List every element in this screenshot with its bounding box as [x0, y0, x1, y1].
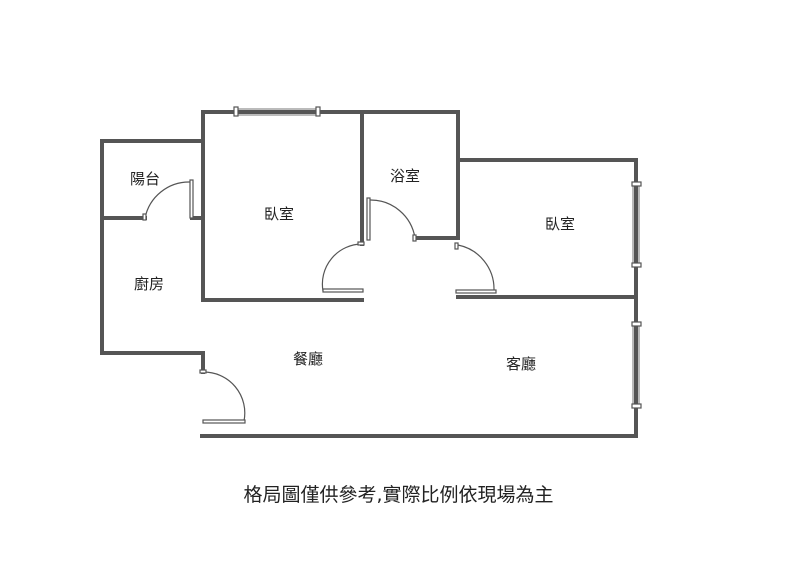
room-label-bedroom-right: 臥室 [545, 215, 575, 233]
room-label-bedroom-left: 臥室 [264, 205, 294, 223]
entrance-door [199, 369, 246, 424]
balcony-door [142, 179, 194, 221]
room-labels: 陽台 臥室 浴室 臥室 廚房 餐廳 客廳 [130, 167, 575, 373]
bathroom-door [366, 197, 417, 242]
room-label-living: 客廳 [506, 355, 536, 373]
bedroom-left-door [321, 241, 365, 293]
bedroom-right-door [454, 242, 497, 294]
walls [100, 110, 638, 438]
doors [142, 179, 497, 424]
room-label-kitchen: 廚房 [134, 275, 164, 293]
room-label-bathroom: 浴室 [390, 167, 420, 185]
room-label-balcony: 陽台 [130, 170, 160, 188]
room-label-dining: 餐廳 [293, 350, 323, 368]
disclaimer-caption: 格局圖僅供參考,實際比例依現場為主 [243, 484, 554, 506]
windows [233, 106, 642, 409]
